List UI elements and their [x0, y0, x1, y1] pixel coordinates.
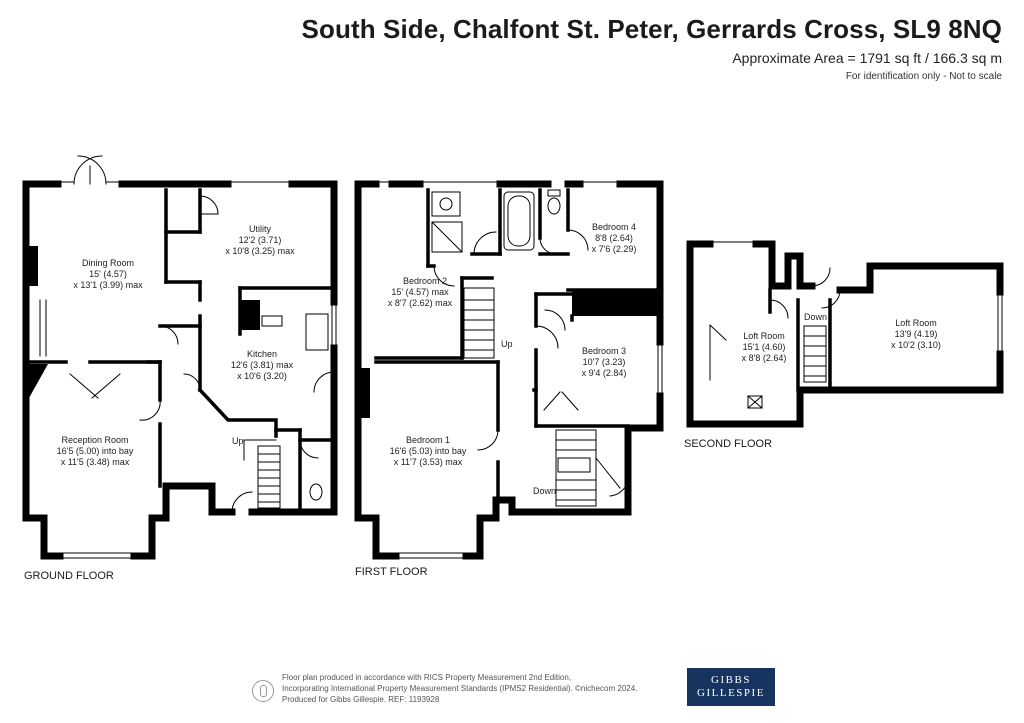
first-floor-plan	[354, 180, 664, 560]
stair-label-first-up: Up	[501, 339, 513, 349]
room-name-reception: Reception Room	[61, 435, 128, 445]
room-dim-loft2-2: x 10'2 (3.10)	[891, 340, 941, 350]
room-name-bedroom4: Bedroom 4	[592, 222, 636, 232]
room-dim-bedroom1-2: x 11'7 (3.53) max	[394, 457, 463, 467]
room-dim-bedroom2-1: 15' (4.57) max	[391, 287, 449, 297]
floor-label-ground: GROUND FLOOR	[24, 570, 114, 582]
floor-label-first: FIRST FLOOR	[355, 566, 428, 578]
logo-line-2: GILLESPIE	[697, 687, 765, 699]
room-name-loft2: Loft Room	[895, 318, 937, 328]
gibbs-gillespie-logo: GIBBS GILLESPIE	[687, 668, 775, 706]
floor-label-second: SECOND FLOOR	[684, 438, 772, 450]
identification-note: For identification only - Not to scale	[845, 71, 1002, 82]
footer-line-3: Produced for Gibbs Gillespie. REF: 11939…	[282, 695, 440, 704]
stair-label-ground-up: Up	[232, 436, 244, 446]
footer-note: Floor plan produced in accordance with R…	[282, 672, 682, 705]
room-dim-utility-1: 12'2 (3.71)	[239, 235, 282, 245]
room-dim-loft2-1: 13'9 (4.19)	[895, 329, 938, 339]
room-dim-bedroom4-1: 8'8 (2.64)	[595, 233, 633, 243]
room-dim-kitchen-1: 12'6 (3.81) max	[231, 360, 294, 370]
page-title: South Side, Chalfont St. Peter, Gerrards…	[301, 14, 1002, 44]
ground-floor-plan	[22, 155, 338, 560]
room-dim-bedroom1-1: 16'6 (5.03) into bay	[390, 446, 467, 456]
stair-label-second-down: Down	[804, 312, 827, 322]
rics-stamp-icon	[252, 680, 274, 702]
approximate-area: Approximate Area = 1791 sq ft / 166.3 sq…	[732, 50, 1002, 66]
footer-line-1: Floor plan produced in accordance with R…	[282, 673, 572, 682]
room-dim-reception-2: x 11'5 (3.48) max	[61, 457, 130, 467]
stair-label-first-down: Down	[533, 486, 556, 496]
room-dim-loft1-2: x 8'8 (2.64)	[742, 353, 787, 363]
room-dim-bedroom3-1: 10'7 (3.23)	[583, 357, 626, 367]
room-dim-bedroom2-2: x 8'7 (2.62) max	[388, 298, 453, 308]
room-dim-loft1-1: 15'1 (4.60)	[743, 342, 786, 352]
logo-line-1: GIBBS	[711, 674, 751, 686]
room-name-bedroom2: Bedroom 2	[403, 276, 447, 286]
room-dim-reception-1: 16'5 (5.00) into bay	[57, 446, 134, 456]
room-name-loft1: Loft Room	[743, 331, 785, 341]
room-dim-dining-2: x 13'1 (3.99) max	[73, 280, 143, 290]
room-name-bedroom3: Bedroom 3	[582, 346, 626, 356]
room-dim-utility-2: x 10'8 (3.25) max	[225, 246, 295, 256]
room-name-bedroom1: Bedroom 1	[406, 435, 450, 445]
room-dim-dining-1: 15' (4.57)	[89, 269, 127, 279]
room-name-utility: Utility	[249, 224, 271, 234]
room-dim-bedroom4-2: x 7'6 (2.29)	[592, 244, 637, 254]
second-floor-plan	[686, 240, 1004, 428]
room-name-dining: Dining Room	[82, 258, 134, 268]
room-dim-bedroom3-2: x 9'4 (2.84)	[582, 368, 627, 378]
footer-line-2: Incorporating International Property Mea…	[282, 684, 638, 693]
room-dim-kitchen-2: x 10'6 (3.20)	[237, 371, 287, 381]
room-name-kitchen: Kitchen	[247, 349, 277, 359]
